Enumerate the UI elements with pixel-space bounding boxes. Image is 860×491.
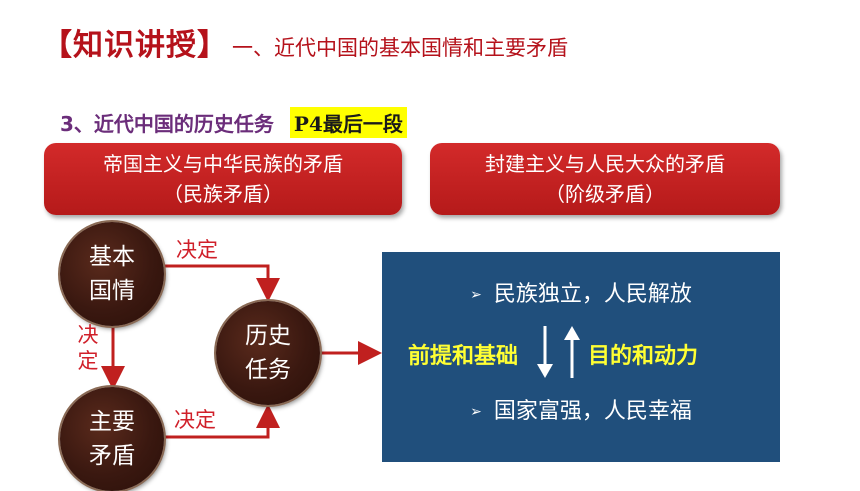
node-basic-national-conditions: 基本 国情 [60, 222, 164, 326]
goal-text: 民族独立，人民解放 [493, 282, 692, 307]
node-line: 任务 [245, 357, 291, 383]
arrow-up-icon [564, 326, 580, 378]
class-contradiction-box: 封建主义与人民大众的矛盾 （阶级矛盾） [430, 143, 780, 215]
goal-item: ➢ 民族独立，人民解放 [382, 276, 780, 308]
node-line: 基本 [89, 244, 135, 270]
goal-text: 国家富强，人民幸福 [493, 399, 692, 424]
title-main: 【知识讲授】 [42, 28, 228, 63]
goal-item: ➢ 国家富强，人民幸福 [382, 393, 780, 425]
box-line: 封建主义与人民大众的矛盾 [485, 152, 725, 176]
goal-relation-right: 目的和动力 [588, 344, 699, 369]
node-line: 历史 [245, 323, 291, 349]
node-line: 国情 [89, 278, 135, 304]
relation-label-top: 决定 [176, 238, 218, 262]
box-line: （民族矛盾） [163, 182, 283, 206]
arrow-basic-to-task [164, 264, 280, 302]
relation-label-left: 决 定 [76, 322, 100, 374]
bullet-icon: ➢ [470, 404, 482, 420]
bullet-icon: ➢ [470, 287, 482, 303]
goal-relation-left: 前提和基础 [408, 344, 519, 369]
node-line: 主要 [89, 409, 135, 435]
relation-label-bottom: 决定 [174, 408, 216, 432]
textbook-reference: P4最后一段 [289, 106, 407, 138]
goals-panel: ➢ 民族独立，人民解放 前提和基础 目的和动力 ➢ 国家富强，人民幸福 [382, 252, 780, 462]
title-sub: 一、近代中国的基本国情和主要矛盾 [232, 36, 568, 60]
node-line: 矛盾 [89, 443, 135, 469]
node-main-contradiction: 主要 矛盾 [60, 387, 164, 491]
arrow-contradiction-to-task [164, 404, 280, 439]
arrow-down-icon [537, 326, 553, 378]
box-line: 帝国主义与中华民族的矛盾 [103, 152, 343, 176]
section-label: 3、近代中国的历史任务 [60, 111, 274, 136]
relation-char: 定 [77, 349, 99, 373]
national-contradiction-box: 帝国主义与中华民族的矛盾 （民族矛盾） [44, 143, 402, 215]
node-historical-task: 历史 任务 [216, 301, 320, 405]
relation-char: 决 [77, 323, 99, 347]
box-line: （阶级矛盾） [545, 182, 665, 206]
page-title: 【知识讲授】 一、近代中国的基本国情和主要矛盾 [42, 20, 568, 64]
section-heading: 3、近代中国的历史任务 P4最后一段 [60, 106, 407, 138]
